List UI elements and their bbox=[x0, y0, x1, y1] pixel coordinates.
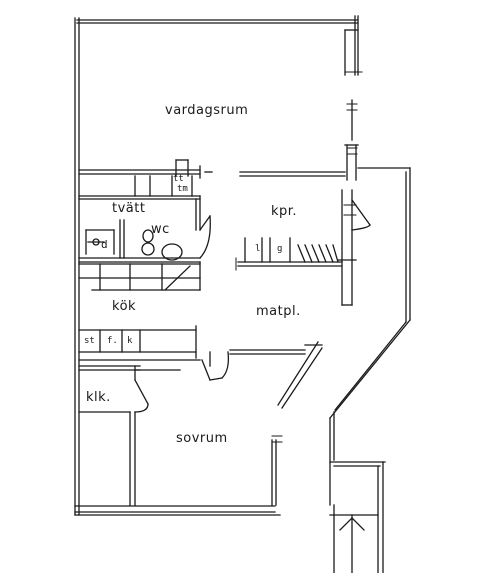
laundry-wc-block bbox=[78, 159, 211, 263]
kitchen-lower-counter bbox=[78, 325, 201, 361]
room-label-wc: wc bbox=[151, 222, 170, 237]
entry-stair bbox=[329, 461, 386, 573]
fixture-label-f: f. bbox=[107, 336, 118, 346]
right-angled-walls bbox=[329, 167, 411, 506]
fixture-label-tm: tm bbox=[177, 184, 188, 194]
fixture-label-tt: tt bbox=[173, 174, 184, 184]
outer-walls bbox=[74, 15, 359, 516]
room-label-bedroom: sovrum bbox=[176, 431, 228, 446]
room-label-kitchen: kök bbox=[112, 299, 137, 314]
room-label-wardrobe: klk. bbox=[86, 390, 111, 405]
fixture-label-st: st bbox=[84, 336, 95, 346]
wall-ticks bbox=[235, 71, 363, 443]
fixture-label-d: d bbox=[101, 238, 108, 251]
room-label-closet: kpr. bbox=[271, 204, 298, 219]
living-room-bottom-wall bbox=[78, 165, 346, 179]
kitchen-upper-counter bbox=[78, 261, 201, 291]
room-label-living: vardagsrum bbox=[165, 103, 249, 118]
bedroom-walls bbox=[78, 341, 323, 506]
fixture-label-l: l bbox=[255, 244, 261, 254]
fixture-label-k: k bbox=[127, 336, 133, 346]
room-label-dining: matpl. bbox=[256, 304, 301, 319]
closet-shelving bbox=[237, 199, 371, 267]
room-label-laundry: tvätt bbox=[112, 201, 146, 216]
fixture-label-g: g bbox=[277, 244, 283, 254]
